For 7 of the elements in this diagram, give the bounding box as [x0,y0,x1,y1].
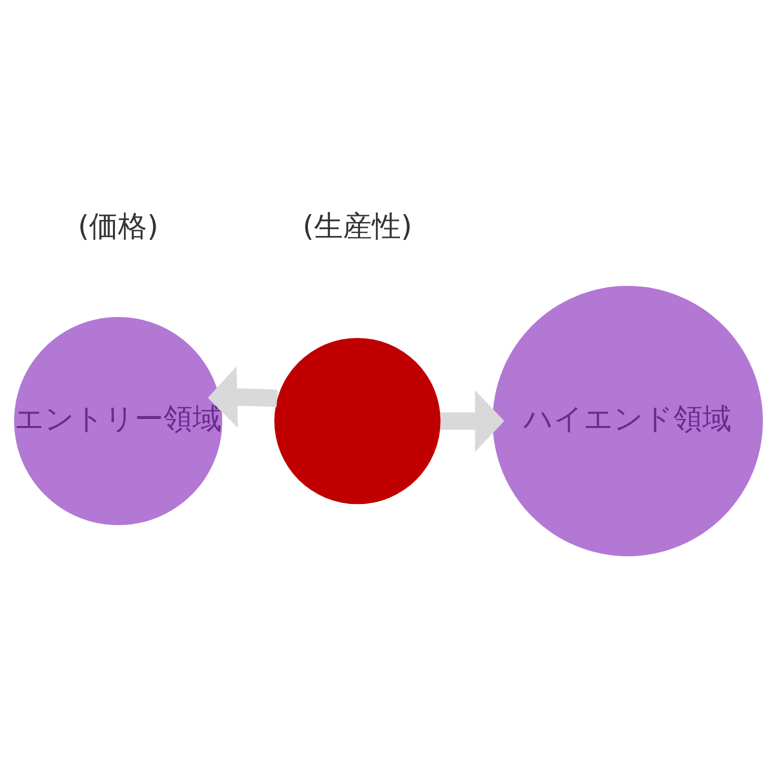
label: (生産性) [302,209,412,244]
node-circle: エントリー領域 [14,316,222,526]
arrow [208,366,278,428]
arrow [440,390,504,452]
label: (価格) [78,209,158,244]
node-circle [274,338,441,504]
node-circle: ハイエンド領域 [492,286,763,556]
